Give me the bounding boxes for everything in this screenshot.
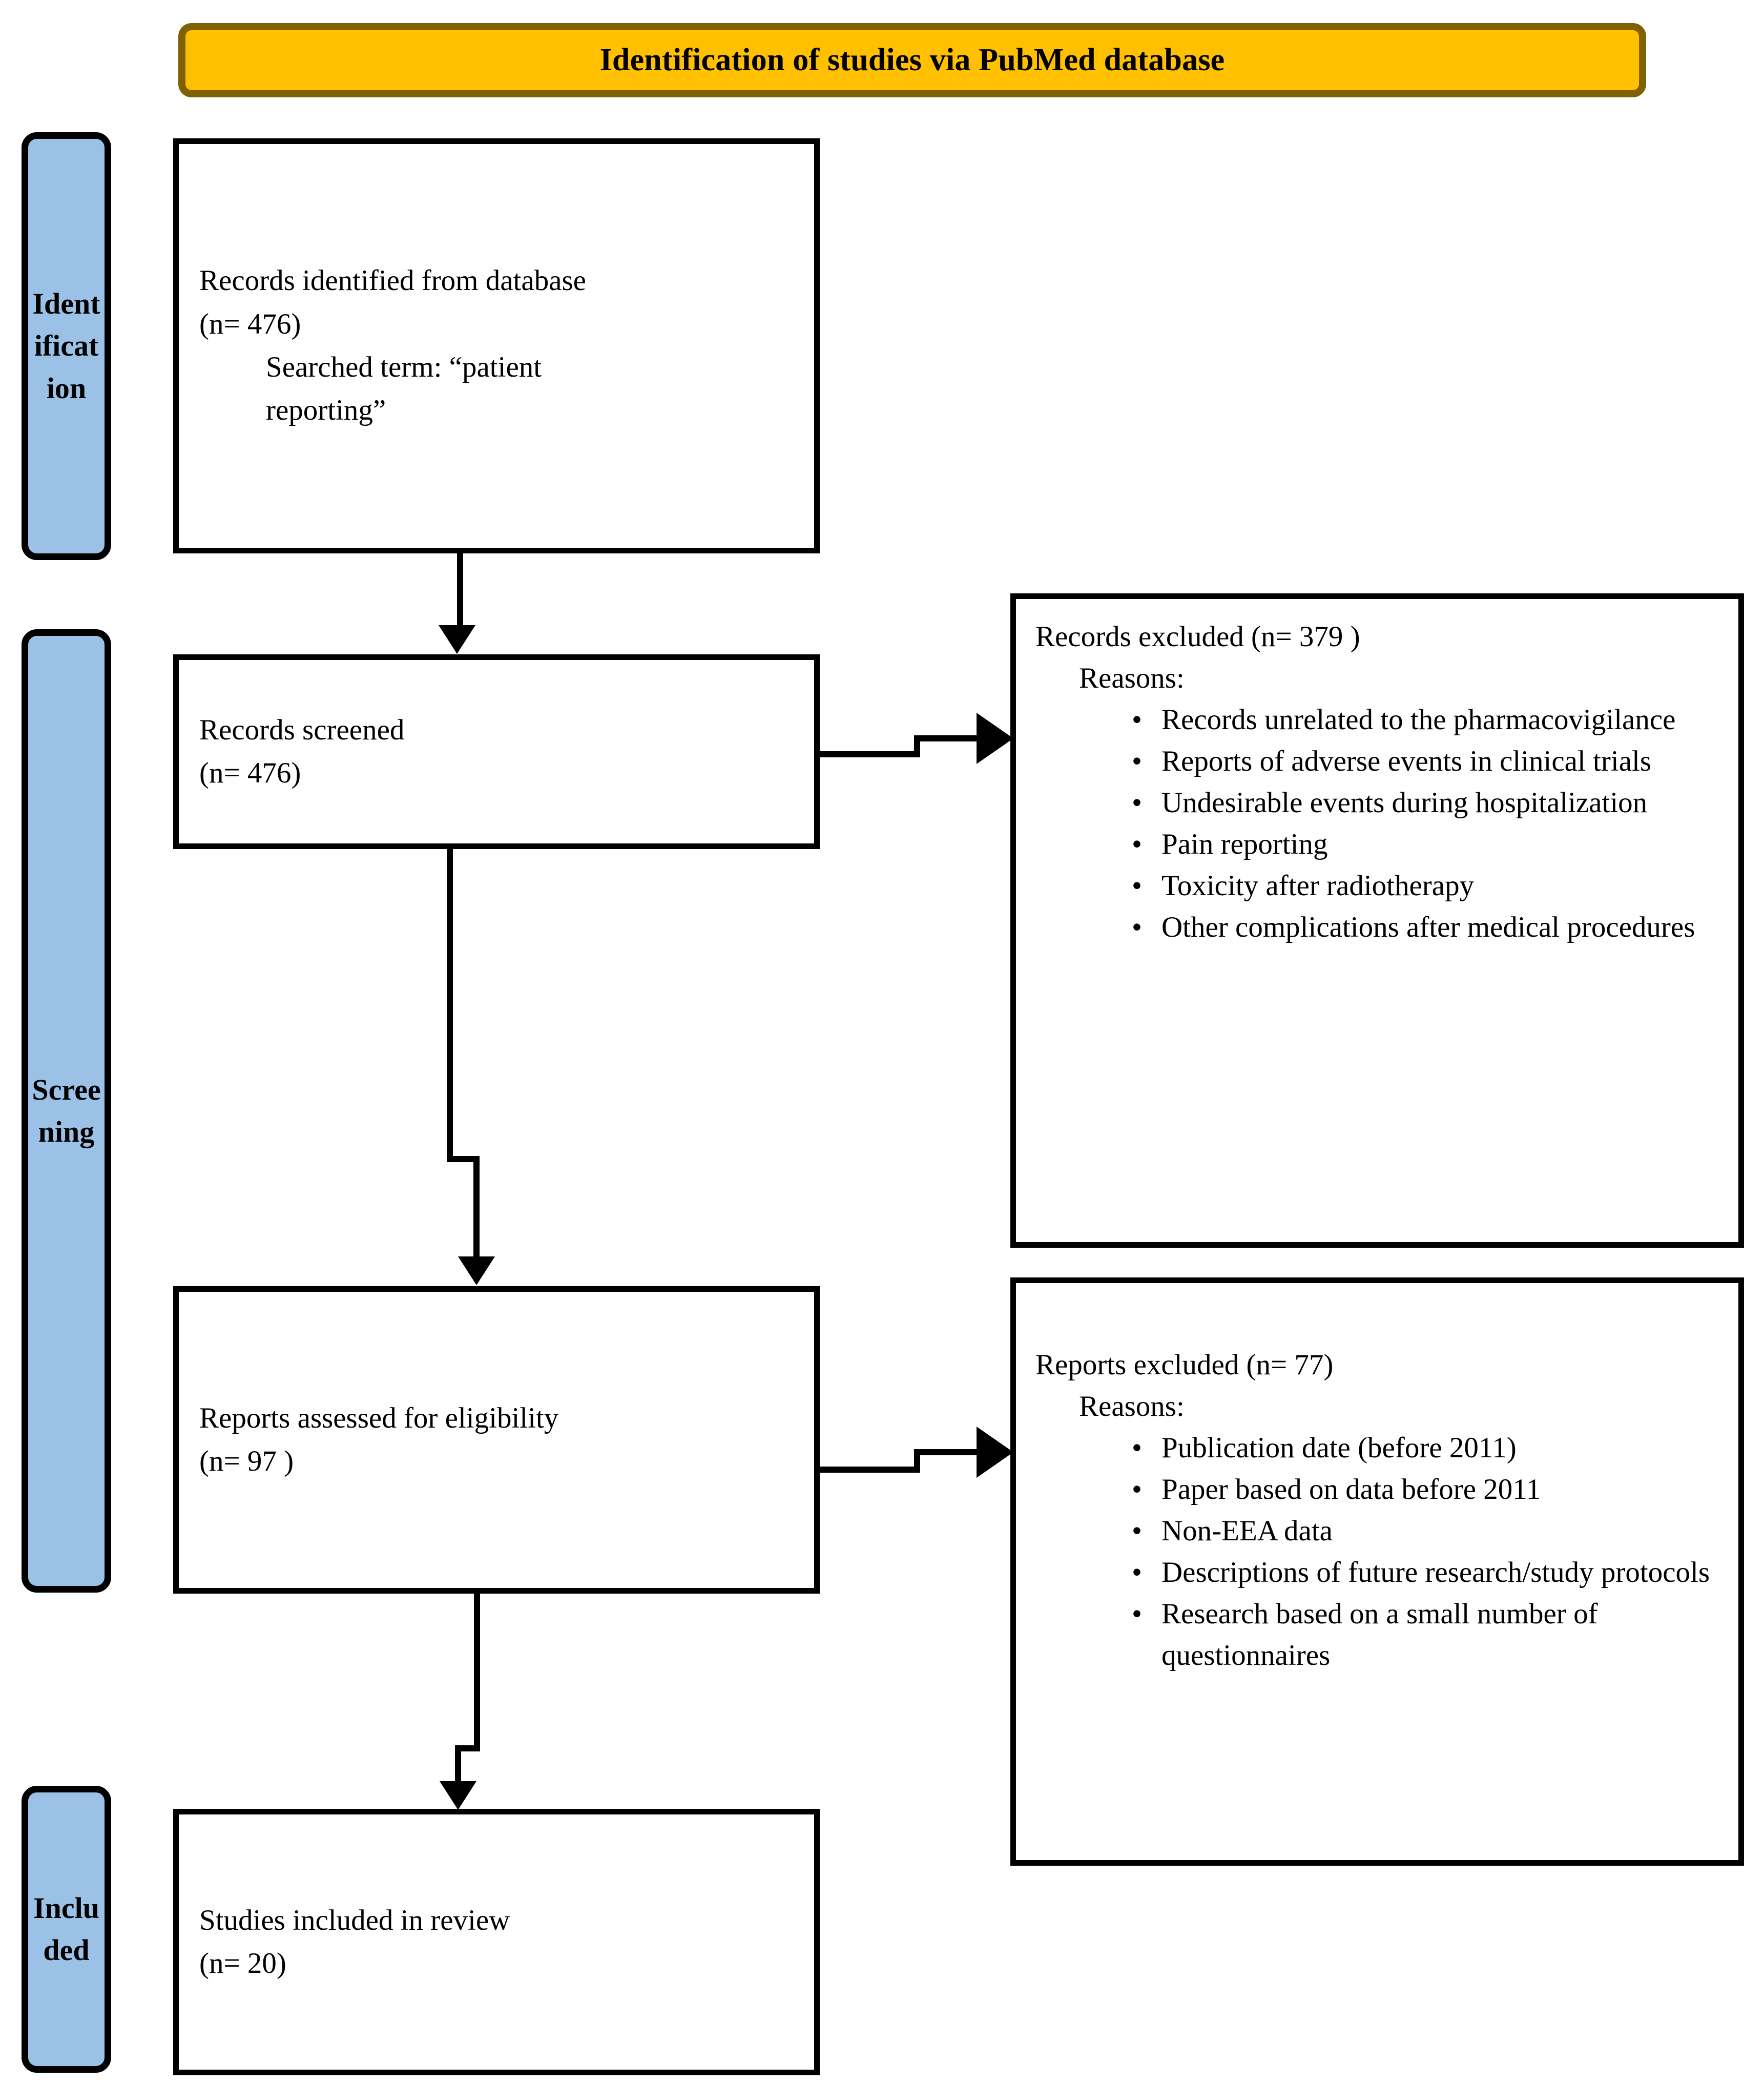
stage-label-identification: Identification <box>22 132 111 560</box>
connector-identified-to-screened-stem <box>457 553 463 626</box>
connector-eligibility-to-included-v1 <box>474 1592 480 1750</box>
arrowhead-screened-to-eligibility-icon <box>458 1256 495 1285</box>
list-item: Undesirable events during hospitalizatio… <box>1132 782 1719 824</box>
records-excluded-reason-list: Records unrelated to the pharmacovigilan… <box>1035 699 1719 948</box>
connector-eligibility-to-excluded-h1 <box>818 1467 920 1473</box>
connector-screened-to-eligibility-v1 <box>447 848 453 1162</box>
stage-label-included-text: Included <box>33 1891 99 1967</box>
arrowhead-eligibility-to-included-icon <box>440 1781 476 1810</box>
connector-eligibility-to-excluded-h2 <box>914 1449 984 1455</box>
box-reports-assessed-eligibility: Reports assessed for eligibility (n= 97 … <box>173 1286 820 1594</box>
stage-label-identification-text: Identification <box>32 286 100 405</box>
records-excluded-reasons-label: Reasons: <box>1079 662 1185 694</box>
connector-eligibility-to-included-jog <box>455 1745 480 1751</box>
reports-excluded-reasons-label: Reasons: <box>1079 1390 1185 1422</box>
connector-screened-to-eligibility-jog <box>447 1156 480 1162</box>
stage-label-screening-text: Screening <box>32 1072 101 1148</box>
list-item: Toxicity after radiotherapy <box>1132 865 1719 907</box>
records-screened-title: Records screened <box>199 713 405 746</box>
arrowhead-screened-to-excluded-icon <box>977 713 1013 764</box>
stage-label-included: Included <box>22 1786 111 2073</box>
studies-included-title: Studies included in review <box>199 1904 510 1936</box>
list-item: Pain reporting <box>1132 824 1719 865</box>
stage-label-screening: Screening <box>22 629 111 1593</box>
reports-excluded-reason-list: Publication date (before 2011) Paper bas… <box>1035 1428 1719 1677</box>
list-item: Records unrelated to the pharmacovigilan… <box>1132 699 1719 741</box>
list-item: Reports of adverse events in clinical tr… <box>1132 741 1719 782</box>
studies-included-count: (n= 20) <box>199 1947 286 1979</box>
header-title: Identification of studies via PubMed dat… <box>599 43 1225 77</box>
box-records-excluded: Records excluded (n= 379 ) Reasons: Reco… <box>1010 593 1744 1248</box>
box-reports-excluded: Reports excluded (n= 77) Reasons: Public… <box>1010 1277 1744 1866</box>
connector-screened-to-excluded-h1 <box>818 751 920 757</box>
reports-excluded-title: Reports excluded (n= 77) <box>1035 1349 1334 1381</box>
connector-screened-to-eligibility-v2 <box>473 1156 480 1258</box>
arrowhead-identified-to-screened-icon <box>439 625 475 654</box>
records-screened-count: (n= 476) <box>199 757 301 789</box>
diagram-header-banner: Identification of studies via PubMed dat… <box>178 23 1646 97</box>
records-identified-search-term-2: reporting” <box>266 394 386 427</box>
records-excluded-title: Records excluded (n= 379 ) <box>1035 621 1360 653</box>
list-item: Research based on a small number of ques… <box>1132 1594 1719 1677</box>
list-item: Non-EEA data <box>1132 1511 1719 1552</box>
records-identified-title: Records identified from database <box>199 264 586 297</box>
reports-assessed-count: (n= 97 ) <box>199 1445 294 1477</box>
box-records-screened: Records screened (n= 476) <box>173 654 820 849</box>
arrowhead-eligibility-to-excluded-icon <box>977 1427 1013 1478</box>
box-records-identified: Records identified from database (n= 476… <box>173 138 820 553</box>
records-identified-count: (n= 476) <box>199 307 301 340</box>
list-item: Other complications after medical proced… <box>1132 907 1719 948</box>
list-item: Publication date (before 2011) <box>1132 1428 1719 1469</box>
list-item: Paper based on data before 2011 <box>1132 1469 1719 1511</box>
reports-assessed-title: Reports assessed for eligibility <box>199 1401 559 1434</box>
box-studies-included: Studies included in review (n= 20) <box>173 1809 820 2075</box>
list-item: Descriptions of future research/study pr… <box>1132 1552 1719 1594</box>
connector-screened-to-excluded-h2 <box>914 735 984 741</box>
records-identified-search-term-1: Searched term: “patient <box>266 351 542 383</box>
